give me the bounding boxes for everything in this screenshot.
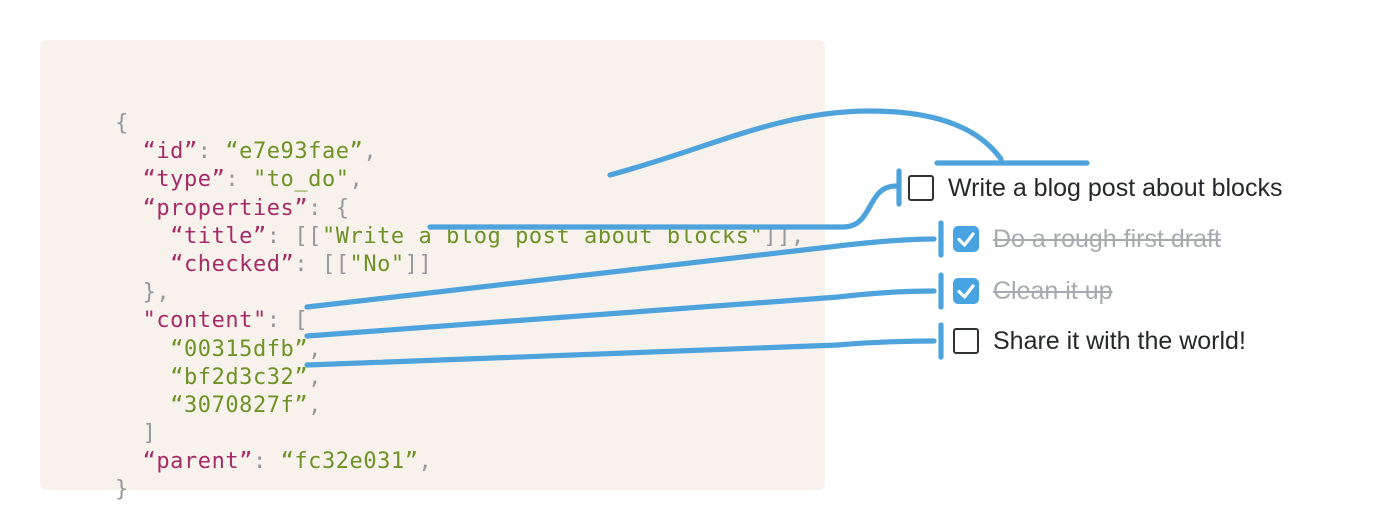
code-token-ws [115, 224, 170, 249]
code-token-punct: : [308, 195, 322, 221]
code-token-ws [115, 337, 170, 362]
code-token-punct: , [418, 449, 433, 475]
code-token-key: “type” [142, 167, 226, 193]
code-token-ws [115, 139, 143, 164]
code-token-key: “parent” [142, 449, 253, 475]
code-token-punct: [[ [321, 251, 350, 277]
code-token-punct: : [266, 308, 281, 334]
code-token-punct: : [197, 139, 212, 165]
code-line: “00315dfb”, [115, 336, 805, 364]
code-token-punct: { [335, 195, 350, 221]
json-code-panel: { “id”: “e7e93fae”, “type”: "to_do", “pr… [40, 40, 825, 502]
code-token-ws [115, 421, 143, 446]
code-token-key: “properties” [142, 195, 309, 221]
code-token-str: “fc32e031” [280, 449, 419, 475]
code-token-str: "Write a blog post about blocks" [321, 223, 764, 249]
code-token-ws [239, 167, 253, 192]
json-code: { “id”: “e7e93fae”, “type”: "to_do", “pr… [115, 110, 805, 505]
checkmark-icon [957, 284, 975, 299]
code-line: “id”: “e7e93fae”, [115, 138, 805, 166]
todo-label: Share it with the world! [993, 327, 1246, 355]
code-token-punct: ] [142, 421, 157, 447]
todo-item: Write a blog post about blocks [908, 175, 1282, 201]
code-token-str: "No" [349, 251, 405, 277]
code-token-ws [115, 196, 143, 221]
code-token-str: “e7e93fae” [225, 139, 364, 165]
code-token-ws [115, 449, 143, 474]
code-token-punct: [ [294, 308, 309, 334]
code-token-str: “bf2d3c32” [170, 364, 309, 390]
checkbox-checked-icon[interactable] [953, 226, 979, 252]
code-token-punct: ]], [763, 223, 805, 249]
code-line: ] [115, 420, 805, 448]
code-line: “bf2d3c32”, [115, 364, 805, 392]
checkmark-icon [957, 232, 975, 247]
code-token-str: “3070827f” [170, 392, 309, 418]
code-token-ws [115, 365, 170, 390]
code-token-punct: : [266, 223, 281, 249]
code-line: }, [115, 279, 805, 307]
code-token-ws [115, 393, 170, 418]
code-token-str: “00315dfb” [170, 336, 309, 362]
checkbox-unchecked-icon[interactable] [908, 175, 934, 201]
code-line: “title”: [["Write a blog post about bloc… [115, 223, 805, 251]
code-token-punct: [[ [294, 223, 322, 249]
code-token-ws [322, 196, 336, 221]
code-token-punct: , [308, 364, 322, 390]
code-token-punct: } [115, 477, 129, 503]
code-token-punct: }, [142, 280, 171, 306]
code-token-punct: ]] [404, 251, 433, 277]
code-token-punct: , [349, 167, 364, 193]
code-token-key: "content" [142, 308, 267, 334]
code-token-key: “checked” [170, 251, 295, 277]
code-token-ws [267, 449, 281, 474]
checkbox-checked-icon[interactable] [953, 278, 979, 304]
code-token-ws [308, 252, 322, 277]
code-token-key: “title” [170, 223, 267, 249]
code-token-ws [281, 308, 295, 333]
code-token-ws [115, 167, 143, 192]
code-token-punct: : [294, 251, 309, 277]
code-token-punct: , [363, 139, 378, 165]
code-token-ws [281, 224, 295, 249]
code-token-punct: , [308, 336, 322, 362]
code-line: } [115, 476, 805, 504]
todo-item: Clean it up [953, 278, 1113, 304]
code-line: "content": [ [115, 307, 805, 335]
code-token-punct: , [308, 392, 322, 418]
code-line: “type”: "to_do", [115, 166, 805, 194]
code-token-punct: : [225, 167, 240, 193]
todo-label: Do a rough first draft [993, 225, 1221, 253]
todo-item: Share it with the world! [953, 328, 1246, 354]
todo-label: Clean it up [993, 277, 1113, 305]
code-line: “parent”: “fc32e031”, [115, 448, 805, 476]
code-token-ws [115, 280, 143, 305]
code-line: { [115, 110, 805, 138]
code-line: “properties”: { [115, 195, 805, 223]
code-token-punct: { [115, 111, 129, 136]
code-token-ws [212, 139, 226, 164]
code-token-ws [115, 308, 143, 333]
code-line: “checked”: [["No"]] [115, 251, 805, 279]
checkbox-unchecked-icon[interactable] [953, 328, 979, 354]
todo-label: Write a blog post about blocks [948, 174, 1283, 202]
code-token-key: “id” [142, 139, 198, 165]
code-token-str: "to_do" [252, 167, 350, 193]
code-token-punct: : [252, 449, 267, 475]
todo-item: Do a rough first draft [953, 226, 1221, 252]
code-line: “3070827f”, [115, 392, 805, 420]
code-token-ws [115, 252, 170, 277]
